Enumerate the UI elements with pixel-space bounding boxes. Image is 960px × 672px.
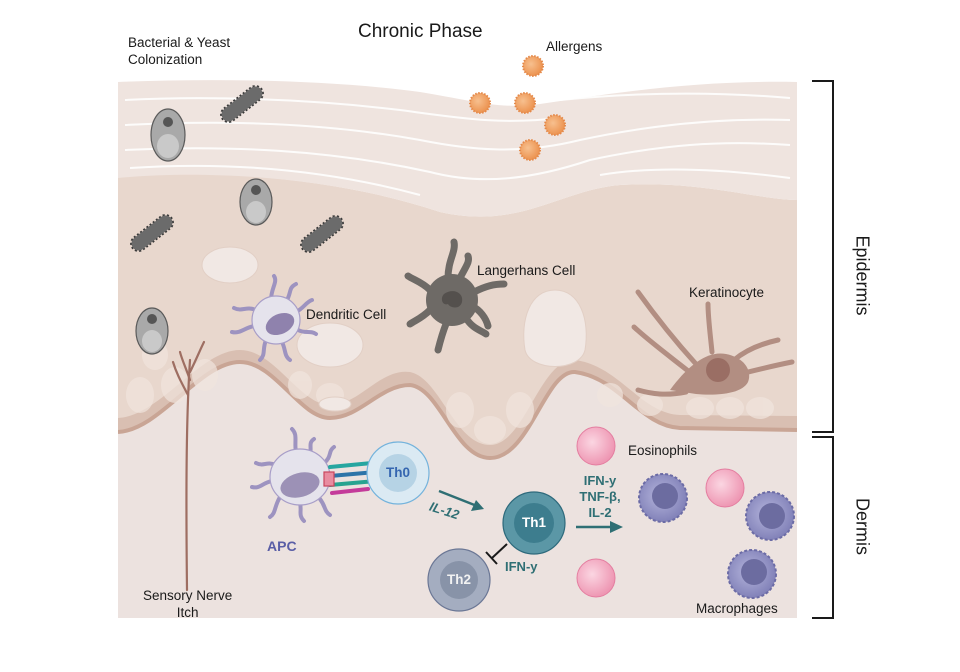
corneum-streaks <box>124 92 791 196</box>
th2-cell <box>427 548 491 612</box>
allergen-icon <box>522 55 544 77</box>
eosinophil-icon <box>705 468 745 508</box>
allergen-icon <box>519 139 541 161</box>
allergen-icon <box>514 92 536 114</box>
dermis-label: Dermis <box>852 498 873 555</box>
bacterial-yeast-line-2: Colonization <box>128 52 203 67</box>
yeast-cells <box>135 108 273 355</box>
sensory-nerve-line-1: Sensory Nerve <box>143 588 233 603</box>
macrophage-icon <box>638 473 688 523</box>
macrophages-label: Macrophages <box>696 601 778 616</box>
cytokine-arrow <box>576 521 623 533</box>
th1-cell <box>502 491 566 555</box>
eosinophil-icon <box>576 558 616 598</box>
layer-brackets <box>812 80 834 619</box>
bacterium-icon <box>220 85 264 123</box>
keratinocyte-cell-icon <box>631 289 795 397</box>
yeast-icon <box>239 178 273 226</box>
langerhans-cell-label: Langerhans Cell <box>477 263 576 278</box>
sensory-nerve-label: Sensory Nerve Itch <box>143 587 232 621</box>
dendritic-cell-label: Dendritic Cell <box>306 307 387 322</box>
allergen-icon <box>469 92 491 114</box>
epidermis-bracket <box>812 80 834 433</box>
allergens-label: Allergens <box>546 39 603 54</box>
bacterial-yeast-line-1: Bacterial & Yeast <box>128 35 231 50</box>
th1-cytokine-list: IFN-y TNF-β, IL-2 <box>570 473 630 521</box>
cytokine-il2: IL-2 <box>588 505 612 520</box>
eosinophils <box>576 426 745 598</box>
epidermis-label: Epidermis <box>852 235 873 316</box>
yeast-icon <box>150 108 186 162</box>
stratum-corneum <box>118 80 797 217</box>
yeast-icon <box>135 307 169 355</box>
dendritic-cell-icon <box>230 274 318 362</box>
sensory-nerve-line-2: Itch <box>176 605 199 620</box>
apc-label: APC <box>267 538 297 554</box>
ifn-inhibit-label: IFN-y <box>505 559 538 574</box>
cytokine-tnf: TNF-β, <box>579 489 621 504</box>
th0-cell <box>366 441 430 505</box>
inhibition-arrow <box>485 543 508 565</box>
bacterium-icon <box>130 214 174 252</box>
th1-label: Th1 <box>521 515 546 530</box>
macrophages <box>638 473 795 599</box>
eosinophil-icon <box>576 426 616 466</box>
bacterium-icon <box>300 215 344 253</box>
sensory-nerve-icon <box>171 340 206 592</box>
th0-label: Th0 <box>385 465 410 480</box>
macrophage-icon <box>727 549 777 599</box>
eosinophils-label: Eosinophils <box>628 443 698 458</box>
allergen-icon <box>544 114 566 136</box>
diagram-title: Chronic Phase <box>358 21 483 42</box>
dermis-bracket <box>812 436 834 619</box>
cytokine-ifn: IFN-y <box>583 473 617 488</box>
basement-membrane <box>118 359 797 461</box>
keratinocyte-label: Keratinocyte <box>689 285 765 300</box>
apc-cell-icon <box>250 427 336 523</box>
il12-arrow <box>438 489 484 511</box>
langerhans-cell-icon <box>404 238 508 354</box>
bacterial-yeast-label: Bacterial & Yeast Colonization <box>128 34 230 68</box>
macrophage-icon <box>745 491 795 541</box>
bacteria <box>130 85 344 253</box>
th2-label: Th2 <box>446 572 471 587</box>
allergens <box>469 55 566 161</box>
